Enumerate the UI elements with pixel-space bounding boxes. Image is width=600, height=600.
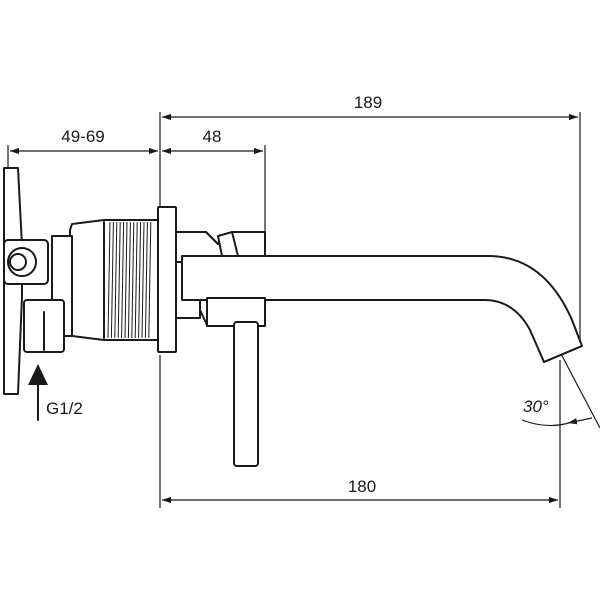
- dimension-angle: 30°: [521, 351, 600, 429]
- thread-line: [134, 221, 138, 339]
- dimension-spout-body: 48: [162, 127, 266, 240]
- thread-line: [148, 221, 152, 339]
- handle-screw-icon: [9, 253, 27, 271]
- thread-line: [107, 221, 111, 339]
- thread-line: [138, 221, 142, 339]
- wall-flange: [157, 206, 177, 353]
- lever-handle: [206, 297, 266, 467]
- dimension-49-69-label: 49-69: [61, 127, 104, 146]
- cross-handle: [3, 167, 49, 395]
- thread-line: [110, 221, 114, 339]
- dimension-180-label: 180: [348, 477, 376, 496]
- thread-line: [124, 221, 128, 339]
- thread-line: [114, 221, 118, 339]
- spout-tube: [181, 255, 583, 363]
- thread-line: [121, 221, 125, 339]
- dimension-30-degree-label: 30°: [523, 397, 549, 416]
- threaded-body: [69, 219, 159, 341]
- dimension-48-label: 48: [203, 127, 222, 146]
- inlet-connection: G1/2: [28, 364, 83, 421]
- cartridge-housing: [23, 235, 73, 353]
- thread-line: [141, 221, 145, 339]
- thread-line: [117, 221, 121, 339]
- connection-label: G1/2: [46, 399, 83, 418]
- thread-line: [131, 221, 135, 339]
- dimension-overall-top: 189: [159, 93, 581, 345]
- thread-line: [127, 221, 131, 339]
- thread-line: [144, 221, 148, 339]
- dimension-overall-bottom: 180: [159, 355, 561, 508]
- dimension-wall-depth: 49-69: [7, 127, 158, 170]
- dimension-189-label: 189: [354, 93, 382, 112]
